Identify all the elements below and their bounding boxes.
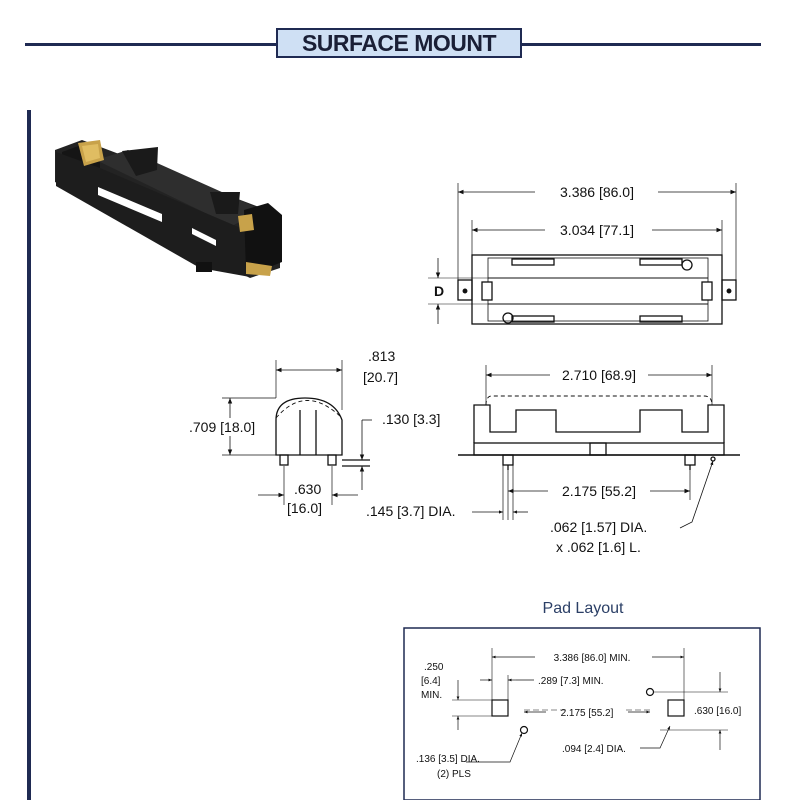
pad-layout-box — [403, 627, 761, 800]
pad-offset-label: .630 [16.0] — [694, 706, 741, 717]
pad-width-label-1: .250 — [424, 662, 444, 673]
side-view — [458, 365, 740, 529]
end-leg-label: .130 [3.3] — [382, 411, 440, 427]
side-length-label: 2.710 [68.9] — [562, 367, 636, 383]
pad-width-label-2: [6.4] — [421, 676, 441, 687]
header-rule-left — [25, 43, 277, 46]
header-rule-right — [521, 43, 761, 46]
pin-spacing-label: 2.175 [55.2] — [562, 483, 636, 499]
pad-layout-title: Pad Layout — [543, 600, 625, 617]
sidebar-rule — [27, 110, 31, 800]
page-title: SURFACE MOUNT — [276, 28, 522, 58]
top-inner-length-label: 3.034 [77.1] — [560, 222, 634, 238]
end-height-label: .709 [18.0] — [189, 419, 255, 435]
end-base-label-2: [16.0] — [287, 500, 322, 516]
dim-d-label: D — [434, 283, 444, 299]
top-view — [428, 183, 737, 325]
boss-dia-label: .145 [3.7] DIA. — [366, 503, 456, 519]
pin-dia-label-1: .062 [1.57] DIA. — [550, 519, 647, 535]
pad-hole-dia-label-2: (2) PLS — [437, 769, 471, 780]
end-width-label-1: .813 — [368, 348, 395, 364]
pad-small-hole-label: .094 [2.4] DIA. — [562, 744, 626, 755]
pad-hole-spacing-label: 2.175 [55.2] — [561, 708, 614, 719]
pad-length-label: .289 [7.3] MIN. — [538, 676, 604, 687]
end-width-label-2: [20.7] — [363, 369, 398, 385]
end-view — [222, 360, 372, 505]
pad-hole-dia-label-1: .136 [3.5] DIA. — [416, 754, 480, 765]
pad-overall-label: 3.386 [86.0] MIN. — [554, 653, 631, 664]
end-base-label-1: .630 — [294, 481, 321, 497]
top-overall-length-label: 3.386 [86.0] — [560, 184, 634, 200]
pad-width-label-3: MIN. — [421, 690, 442, 701]
pin-dia-label-2: x .062 [1.6] L. — [556, 539, 641, 555]
battery-holder-photo — [55, 140, 282, 278]
